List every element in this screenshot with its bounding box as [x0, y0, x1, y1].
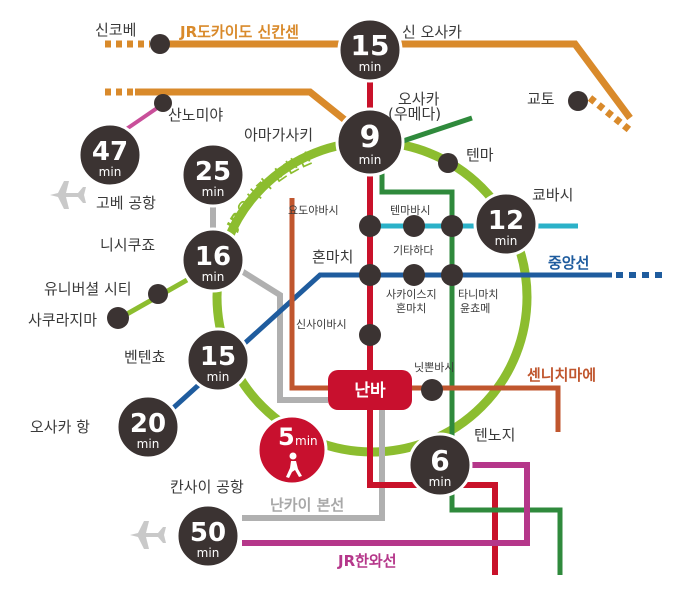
label-shinkansen: JR도카이도 신칸센 — [179, 23, 299, 41]
time-osaka-port: 20 — [130, 409, 166, 439]
time-amagasaki: 25 — [195, 157, 231, 187]
label-nankai: 난카이 본선 — [270, 496, 344, 514]
label-kyoto: 교토 — [527, 90, 555, 108]
label-yodoyabashi: 요도야바시 — [288, 204, 339, 217]
time-shin-osaka: 15 — [351, 29, 390, 62]
walking-person-icon — [286, 452, 302, 478]
label-nipponbashi: 닛뽄바시 — [414, 361, 454, 374]
label-sannomiya: 산노미야 — [168, 106, 223, 124]
station-dot-shin-kobe[interactable] — [150, 34, 170, 54]
label-amagasaki: 아마가사키 — [244, 126, 313, 144]
time-sannomiya: 47 — [92, 137, 128, 167]
time-osaka: 9 — [360, 120, 381, 155]
airplane-icon — [130, 521, 166, 549]
bubble-nishikujo[interactable]: 16 min — [180, 227, 246, 293]
station-dot-temmabashi[interactable] — [441, 215, 463, 237]
airplane-icon — [50, 181, 86, 209]
svg-text:min: min — [197, 546, 220, 560]
time-nishikujo: 16 — [195, 242, 231, 272]
label-tanimachi-1: 타니마치 — [458, 288, 498, 301]
station-dot-shinsaibashi[interactable] — [359, 324, 381, 346]
label-sakaisuji-hommachi-2: 혼마치 — [396, 302, 426, 315]
label-temmabashi: 텐마바시 — [390, 204, 430, 217]
svg-text:min: min — [295, 434, 318, 448]
bubble-osaka[interactable]: 9 min — [335, 107, 405, 177]
label-bentencho: 벤텐쵸 — [124, 348, 166, 366]
svg-text:min: min — [202, 185, 225, 199]
svg-text:min: min — [359, 153, 382, 167]
station-dot-kitahama[interactable] — [403, 215, 425, 237]
label-kyobashi: 쿄바시 — [532, 186, 573, 204]
svg-text:min: min — [137, 437, 160, 451]
svg-text:min: min — [202, 270, 225, 284]
time-bentencho: 15 — [200, 342, 236, 372]
time-kyobashi: 12 — [488, 206, 524, 236]
label-kobe-airport: 고베 공항 — [96, 194, 156, 212]
station-dot-kyoto[interactable] — [568, 91, 588, 111]
time-tennoji: 6 — [430, 444, 449, 477]
label-kansai-airport: 칸사이 공항 — [170, 478, 244, 496]
label-hommachi: 혼마치 — [312, 248, 353, 266]
namba-station[interactable]: 난바 — [328, 370, 412, 410]
svg-text:min: min — [99, 165, 122, 179]
label-sakaisuji-hommachi-1: 사카이스지 — [386, 288, 437, 301]
shinkansen-line — [105, 40, 635, 135]
station-dot-sakaisuji-hommachi[interactable] — [403, 264, 425, 286]
label-shin-kobe: 신코베 — [95, 21, 136, 39]
station-dot-sannomiya[interactable] — [154, 94, 172, 112]
bubble-kansai-airport[interactable]: 50 min — [175, 503, 241, 569]
label-shinsaibashi: 신사이바시 — [296, 318, 347, 331]
station-dot-sakurajima[interactable] — [107, 307, 129, 329]
label-tennoji: 텐노지 — [474, 426, 515, 444]
label-universal: 유니버셜 시티 — [44, 280, 132, 298]
bubble-kyobashi[interactable]: 12 min — [473, 191, 539, 257]
hanwa-line — [242, 462, 530, 546]
station-dot-nipponbashi[interactable] — [421, 379, 443, 401]
label-temma: 텐마 — [466, 146, 494, 164]
svg-text:min: min — [495, 234, 518, 248]
svg-text:min: min — [207, 370, 230, 384]
bubble-shin-osaka[interactable]: 15 min — [337, 17, 403, 83]
bubble-osaka-port[interactable]: 20 min — [115, 394, 181, 460]
label-shin-osaka: 신 오사카 — [402, 23, 462, 41]
label-sennichimae: 센니치마에 — [527, 366, 596, 384]
label-nishikujo: 니시쿠죠 — [100, 236, 155, 254]
label-umeda: (우메다) — [388, 105, 441, 123]
svg-text:min: min — [359, 60, 382, 74]
station-dot-tanimachi[interactable] — [441, 264, 463, 286]
time-walk: 5 — [278, 423, 295, 451]
svg-text:min: min — [429, 475, 452, 489]
namba-label: 난바 — [354, 381, 386, 401]
bubble-sannomiya[interactable]: 47 min — [77, 122, 143, 188]
bubble-tennoji[interactable]: 6 min — [407, 432, 473, 498]
station-dot-temma[interactable] — [438, 153, 458, 173]
time-kansai-airport: 50 — [190, 518, 226, 548]
label-kitahama: 기타하다 — [393, 243, 433, 257]
label-hanwa: JR한와선 — [337, 552, 397, 570]
label-sakurajima: 사쿠라지마 — [28, 311, 97, 329]
label-tanimachi-2: 윤쵸메 — [460, 302, 490, 315]
station-dot-hommachi[interactable] — [359, 264, 381, 286]
station-dot-yodoyabashi[interactable] — [359, 215, 381, 237]
walk-bubble[interactable]: 5 min — [256, 414, 328, 486]
bubble-amagasaki[interactable]: 25 min — [180, 142, 246, 208]
label-osaka: 오사카 — [398, 90, 440, 108]
station-dot-universal[interactable] — [148, 284, 168, 304]
bubble-bentencho[interactable]: 15 min — [185, 327, 251, 393]
label-chuo: 중앙선 — [548, 254, 589, 272]
label-osaka-port: 오사카 항 — [30, 418, 90, 436]
